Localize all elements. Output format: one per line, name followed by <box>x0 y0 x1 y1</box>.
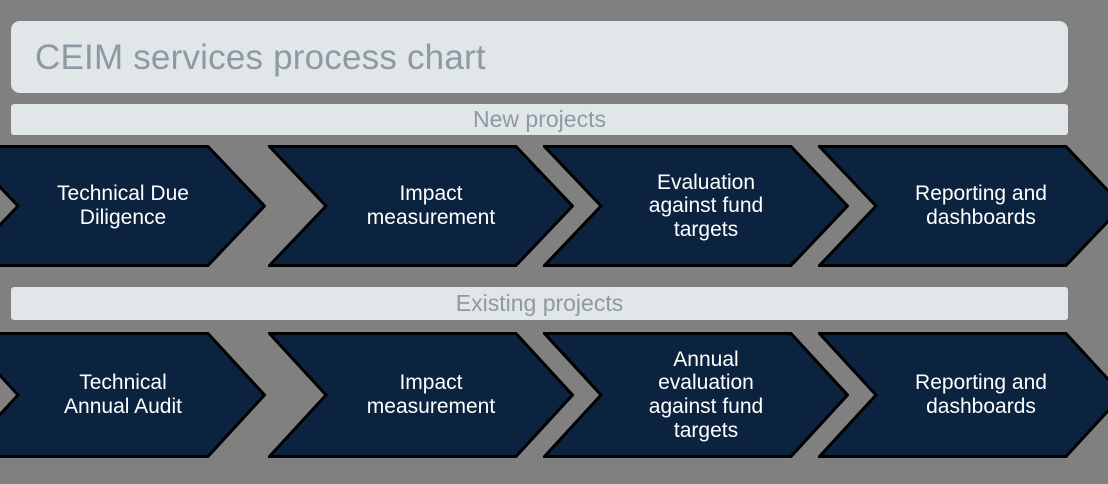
chevron-shape-icon <box>268 145 574 267</box>
process-row-new-projects: Technical Due Diligence Impact measureme… <box>0 145 1108 267</box>
page-title: CEIM services process chart <box>35 37 486 77</box>
process-step-2-1[interactable]: Technical Annual Audit <box>0 332 266 458</box>
section-banner-new-projects: New projects <box>11 104 1068 135</box>
process-step-1-3[interactable]: Evaluation against fund targets <box>543 145 849 267</box>
process-step-1-2[interactable]: Impact measurement <box>268 145 574 267</box>
chevron-shape-icon <box>543 332 849 458</box>
process-step-2-3[interactable]: Annual evaluation against fund targets <box>543 332 849 458</box>
chevron-shape-icon <box>268 332 574 458</box>
process-step-1-4[interactable]: Reporting and dashboards <box>818 145 1108 267</box>
chevron-shape-icon <box>0 145 266 267</box>
process-row-existing-projects: Technical Annual Audit Impact measuremen… <box>0 332 1108 458</box>
page-title-bar: CEIM services process chart <box>11 21 1068 93</box>
chevron-shape-icon <box>0 332 266 458</box>
chevron-shape-icon <box>543 145 849 267</box>
chevron-shape-icon <box>818 332 1108 458</box>
section-banner-label: New projects <box>473 106 606 132</box>
section-banner-existing-projects: Existing projects <box>11 287 1068 320</box>
process-step-2-4[interactable]: Reporting and dashboards <box>818 332 1108 458</box>
section-banner-label: Existing projects <box>455 290 624 316</box>
process-step-2-2[interactable]: Impact measurement <box>268 332 574 458</box>
process-step-1-1[interactable]: Technical Due Diligence <box>0 145 266 267</box>
chevron-shape-icon <box>818 145 1108 267</box>
